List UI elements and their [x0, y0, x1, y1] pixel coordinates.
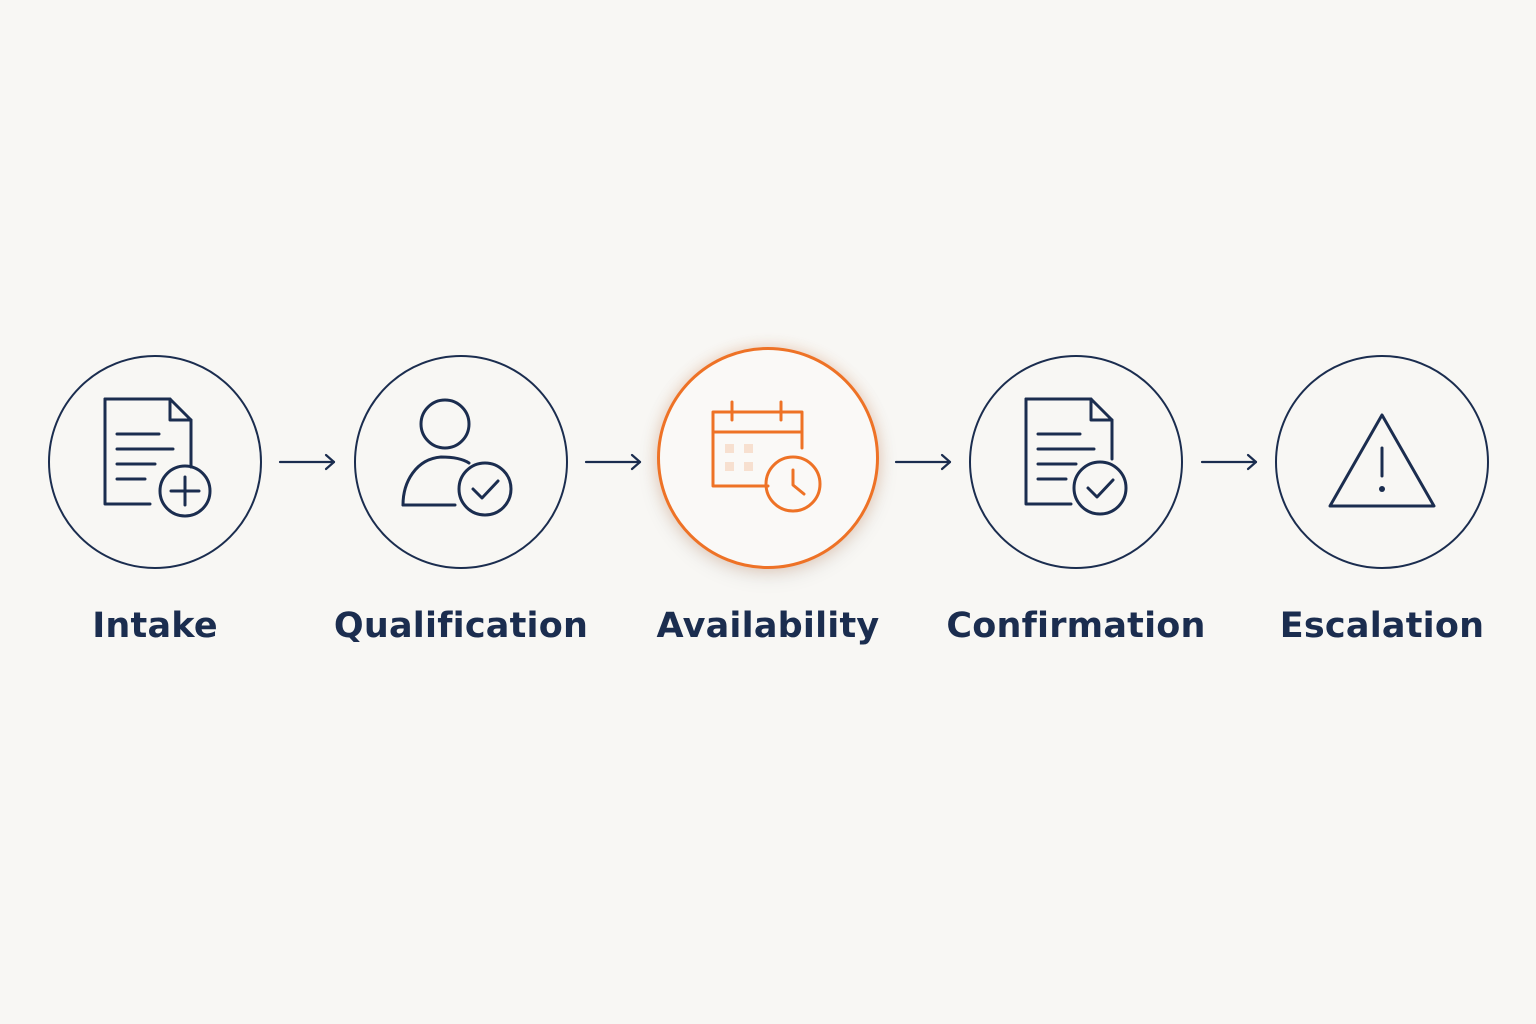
step-availability-label: Availability	[656, 606, 880, 646]
arrow-icon	[278, 453, 336, 471]
document-check-icon	[1024, 397, 1128, 516]
step-availability-node	[657, 347, 879, 569]
step-escalation-node	[1275, 355, 1489, 569]
step-intake-node	[48, 355, 262, 569]
arrow-icon	[584, 453, 642, 471]
document-plus-icon	[103, 397, 212, 518]
arrow-icon	[894, 453, 952, 471]
step-qualification-node	[354, 355, 568, 569]
user-check-icon	[401, 398, 513, 517]
warning-triangle-icon	[1328, 413, 1436, 508]
step-confirmation-label: Confirmation	[946, 606, 1206, 646]
calendar-clock-icon	[711, 400, 822, 513]
arrow-icon	[1200, 453, 1258, 471]
step-confirmation-node	[969, 355, 1183, 569]
step-escalation-label: Escalation	[1279, 606, 1485, 646]
step-intake-label: Intake	[92, 606, 218, 646]
step-qualification-label: Qualification	[333, 606, 589, 646]
